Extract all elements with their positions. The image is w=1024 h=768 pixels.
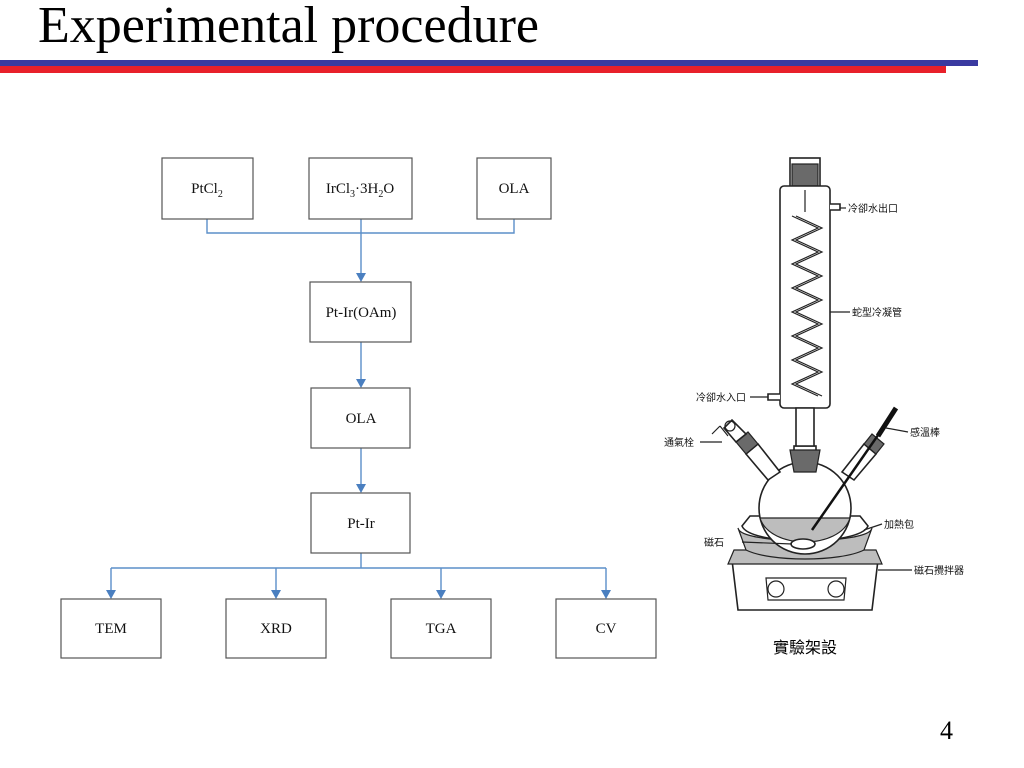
step-ola-label: OLA xyxy=(346,411,377,427)
water-inlet-nozzle xyxy=(767,393,780,401)
stirrer-knob-left xyxy=(767,580,785,598)
apparatus-caption: 實驗架設 xyxy=(772,638,837,657)
step-pt-ir-oam-label: Pt-Ir(OAm) xyxy=(326,305,397,321)
step-pt-ir-oam-node: Pt-Ir(OAm) xyxy=(309,281,412,343)
analysis-tem-label: TEM xyxy=(95,621,127,637)
precursor-ircl3-label: IrCl3·3H2O xyxy=(326,181,395,200)
thermometer-rod xyxy=(810,406,899,531)
arrow-cv xyxy=(601,590,611,599)
label-heating-mantle: 加熱包 xyxy=(884,518,914,531)
step-pt-ir-label: Pt-Ir xyxy=(347,516,375,532)
stir-bar-icon xyxy=(790,538,816,550)
label-stir-bar: 磁石 xyxy=(704,536,724,549)
precursor-ptcl2-label: PtCl2 xyxy=(191,181,223,200)
round-bottom-flask xyxy=(735,431,885,555)
label-thermometer: 感溫棒 xyxy=(910,426,940,439)
step-ola-node: OLA xyxy=(310,387,411,449)
analysis-xrd-label: XRD xyxy=(260,621,292,637)
analysis-tem-node: TEM xyxy=(60,598,162,659)
label-coil-condenser: 蛇型冷凝管 xyxy=(852,306,902,319)
analysis-tga-node: TGA xyxy=(390,598,492,659)
gas-valve-icon xyxy=(711,418,748,444)
title-rule-blue xyxy=(0,60,978,66)
analysis-cv-label: CV xyxy=(596,621,617,637)
stirrer-knob-right xyxy=(827,580,845,598)
precursor-ola-node: OLA xyxy=(476,157,552,220)
arrow-step3 xyxy=(356,484,366,493)
precursor-ptcl2-node: PtCl2 xyxy=(161,157,254,220)
arrow-tem xyxy=(106,590,116,599)
analysis-tga-label: TGA xyxy=(426,621,457,637)
arrow-step1 xyxy=(356,273,366,282)
label-leaders xyxy=(700,207,912,571)
arrow-step2 xyxy=(356,379,366,388)
label-water-outlet: 冷卻水出口 xyxy=(848,202,898,215)
precursor-ola-label: OLA xyxy=(499,181,530,197)
arrow-xrd xyxy=(271,590,281,599)
step-pt-ir-node: Pt-Ir xyxy=(310,492,411,554)
page-number: 4 xyxy=(940,716,953,745)
arrow-tga xyxy=(436,590,446,599)
label-gas-valve: 通氣栓 xyxy=(664,436,694,449)
label-water-inlet: 冷卻水入口 xyxy=(696,391,746,404)
title-rule-red xyxy=(0,66,946,73)
precursor-ircl3-node: IrCl3·3H2O xyxy=(308,157,413,220)
flow-connectors xyxy=(106,219,611,599)
water-outlet-nozzle xyxy=(830,203,841,211)
label-magnetic-stirrer: 磁石攪拌器 xyxy=(914,564,964,577)
apparatus-illustration: 冷卻水出口 蛇型冷凝管 冷卻水入口 通氣栓 感溫棒 加熱包 磁石 磁石攪拌器 xyxy=(664,157,964,611)
coil-condenser xyxy=(767,157,841,447)
analysis-cv-node: CV xyxy=(555,598,657,659)
analysis-xrd-node: XRD xyxy=(225,598,327,659)
slide-title: Experimental procedure xyxy=(38,0,539,54)
